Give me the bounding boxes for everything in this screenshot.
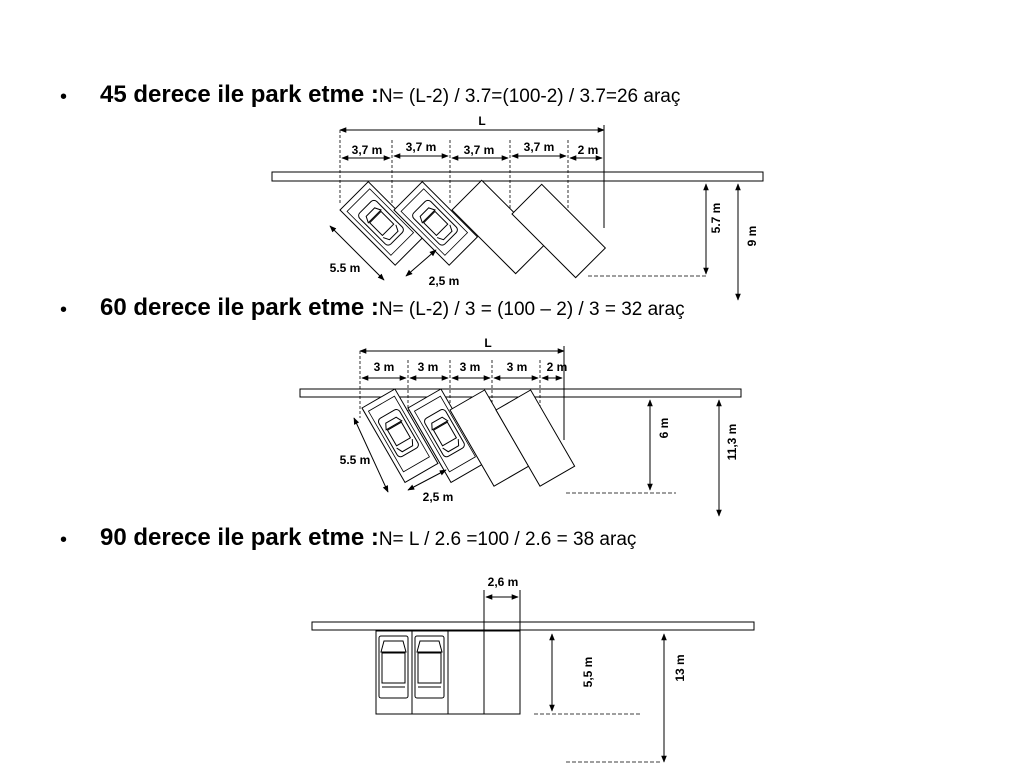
segment-label: 3 m bbox=[418, 360, 439, 374]
segment-label: 3,7 m bbox=[352, 143, 383, 157]
segment-label: 3,7 m bbox=[464, 143, 495, 157]
car-icon bbox=[378, 635, 409, 699]
total-depth-label: 13 m bbox=[673, 654, 687, 681]
bullet-text: 60 derece ile park etme :N= (L-2) / 3 = … bbox=[100, 296, 685, 320]
diagram-60-degree: L 3 m 3 m 3 m 3 m 2 m bbox=[299, 336, 742, 517]
parking-stall bbox=[447, 630, 485, 715]
heading-45-degree: 45 derece ile park etme : bbox=[100, 81, 379, 108]
parking-stall bbox=[393, 181, 479, 266]
car-width-label: 2,5 m bbox=[423, 490, 454, 504]
segment-label: 2 m bbox=[578, 143, 599, 157]
parking-stall bbox=[511, 183, 607, 279]
car-length-label: 5.5 m bbox=[330, 261, 361, 275]
segment-label: 3 m bbox=[460, 360, 481, 374]
segment-label: 3 m bbox=[507, 360, 528, 374]
bullet-text: 90 derece ile park etme :N= L / 2.6 =100… bbox=[100, 526, 636, 550]
bullet-point: • bbox=[60, 86, 68, 108]
segment-label: 3 m bbox=[374, 360, 395, 374]
formula-45-degree: N= (L-2) / 3.7=(100-2) / 3.7=26 araç bbox=[378, 86, 681, 107]
diagram-90-degree: 2,6 m 5,5 m 13 m bbox=[311, 575, 755, 763]
parking-stall bbox=[483, 630, 521, 715]
diagram-45-degree: L 3,7 m 3,7 m 3,7 m 3,7 m 2 m bbox=[271, 114, 764, 301]
bullet-point: • bbox=[60, 299, 68, 321]
segment-label: 2 m bbox=[547, 360, 568, 374]
formula-90-degree: N= L / 2.6 =100 / 2.6 = 38 araç bbox=[378, 529, 637, 550]
stall-depth-label: 6 m bbox=[657, 418, 671, 439]
car-icon bbox=[414, 635, 445, 699]
car-width-label: 2,5 m bbox=[429, 274, 460, 288]
stall-width-label: 2,6 m bbox=[488, 575, 519, 589]
road-strip bbox=[311, 621, 755, 631]
formula-60-degree: N= (L-2) / 3 = (100 – 2) / 3 = 32 araç bbox=[378, 299, 685, 320]
stall-depth-label: 5.7 m bbox=[709, 203, 723, 234]
segment-label: 3,7 m bbox=[406, 140, 437, 154]
segment-label: 3,7 m bbox=[524, 140, 555, 154]
stall-depth-label: 5,5 m bbox=[581, 657, 595, 688]
total-depth-label: 11,3 m bbox=[725, 424, 739, 461]
car-length-label: 5.5 m bbox=[340, 453, 371, 467]
road-strip bbox=[271, 171, 764, 182]
heading-60-degree: 60 derece ile park etme : bbox=[100, 294, 379, 321]
total-length-label: L bbox=[484, 336, 491, 350]
bullet-text: 45 derece ile park etme :N= (L-2) / 3.7=… bbox=[100, 83, 680, 107]
bullet-point: • bbox=[60, 529, 68, 551]
heading-90-degree: 90 derece ile park etme : bbox=[100, 524, 379, 551]
total-depth-label: 9 m bbox=[745, 226, 759, 247]
parking-stall bbox=[495, 389, 576, 487]
total-length-label: L bbox=[478, 114, 485, 128]
